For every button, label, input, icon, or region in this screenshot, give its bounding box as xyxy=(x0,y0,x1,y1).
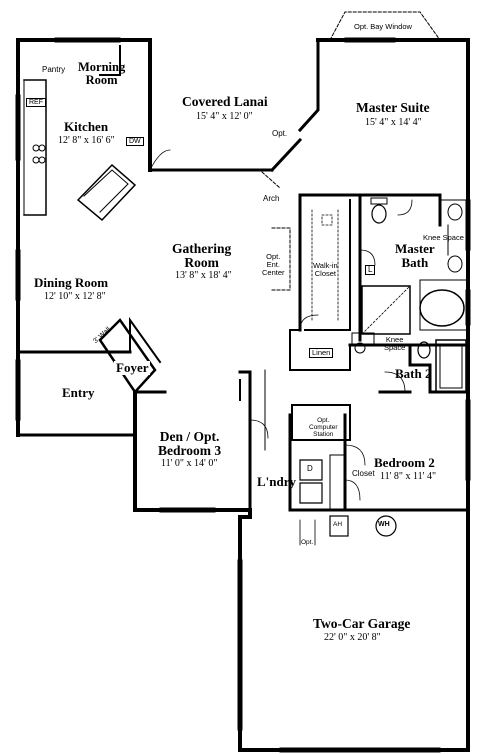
kitchen-counter xyxy=(23,79,47,216)
opt-computer-station-label: Opt. Computer Station xyxy=(309,417,338,438)
dryer-label: D xyxy=(307,464,313,473)
toilet xyxy=(417,341,431,359)
opt-ent-center-label: Opt. Ent. Center xyxy=(262,252,285,277)
opt-lanai-label: Opt. xyxy=(272,129,288,138)
dishwasher-label: DW xyxy=(126,137,144,147)
den-label: Den / Opt. Bedroom 3 xyxy=(158,429,222,459)
kitchen-dimensions: 12' 8" x 16' 6" xyxy=(58,135,115,146)
walk-in-closet-label: Walk-in Closet xyxy=(313,261,338,278)
morning-room-label: Morning Room xyxy=(78,60,126,88)
toilet xyxy=(371,204,387,224)
exterior-wall xyxy=(297,38,320,133)
interior-wall xyxy=(288,413,470,512)
l-marker: L xyxy=(365,265,376,276)
knee-space-bottom-label: Knee Space xyxy=(384,335,406,352)
interior-wall xyxy=(298,193,442,342)
opt-bay-window-label: Opt. Bay Window xyxy=(354,22,412,31)
interior-wall xyxy=(133,370,252,512)
arch-label: Arch xyxy=(263,194,280,203)
two-car-garage-label: Two-Car Garage xyxy=(313,616,411,631)
exterior-wall xyxy=(148,38,274,172)
bath-2-label: Bath 2 xyxy=(395,366,432,381)
wh-label: WH xyxy=(378,521,390,528)
interior-wall xyxy=(289,329,351,371)
gathering-room-dimensions: 13' 8" x 18' 4" xyxy=(175,270,232,281)
dining-room-label: Dining Room xyxy=(34,275,109,290)
master-suite-dimensions: 15' 4" x 14' 4" xyxy=(365,117,422,128)
interior-wall xyxy=(304,199,351,331)
two-car-garage-dimensions: 22' 0" x 20' 8" xyxy=(324,632,381,643)
exterior-wall xyxy=(133,390,252,752)
air-handler xyxy=(329,515,349,537)
gathering-room-label: Gathering Room xyxy=(172,241,232,271)
bedroom-2-label: Bedroom 2 xyxy=(374,455,435,470)
entry-label: Entry xyxy=(62,385,95,400)
master-suite-label: Master Suite xyxy=(356,100,430,115)
linen-label: Linen xyxy=(309,348,334,358)
laundry-label: L'ndry xyxy=(257,474,297,489)
pantry-label: Pantry xyxy=(42,65,66,74)
covered-lanai-label: Covered Lanai xyxy=(182,94,268,109)
master-bath-label: Master Bath xyxy=(395,241,435,270)
shower xyxy=(361,285,411,335)
exterior-wall xyxy=(238,38,470,752)
water-heater xyxy=(375,515,397,537)
bathtub xyxy=(419,289,465,327)
ref-label: REF xyxy=(26,98,46,108)
covered-lanai-dimensions: 15' 4" x 12' 0" xyxy=(196,111,253,122)
foyer-label: Foyer xyxy=(114,360,151,375)
bay-window xyxy=(329,11,441,41)
kitchen-label: Kitchen xyxy=(64,119,109,134)
ah-label: AH xyxy=(333,521,343,528)
dining-room-dimensions: 12' 10" x 12' 8" xyxy=(44,291,106,302)
kitchen-island xyxy=(76,163,137,222)
knee-space-top-label: Knee Space xyxy=(423,233,464,242)
closet-label: Closet xyxy=(352,469,375,478)
den-dimensions: 11' 0" x 14' 0" xyxy=(161,458,218,469)
bedroom-2-dimensions: 11' 8" x 11' 4" xyxy=(380,471,437,482)
exterior-wall xyxy=(16,350,137,437)
opt-garage-label: Opt. xyxy=(301,539,314,546)
